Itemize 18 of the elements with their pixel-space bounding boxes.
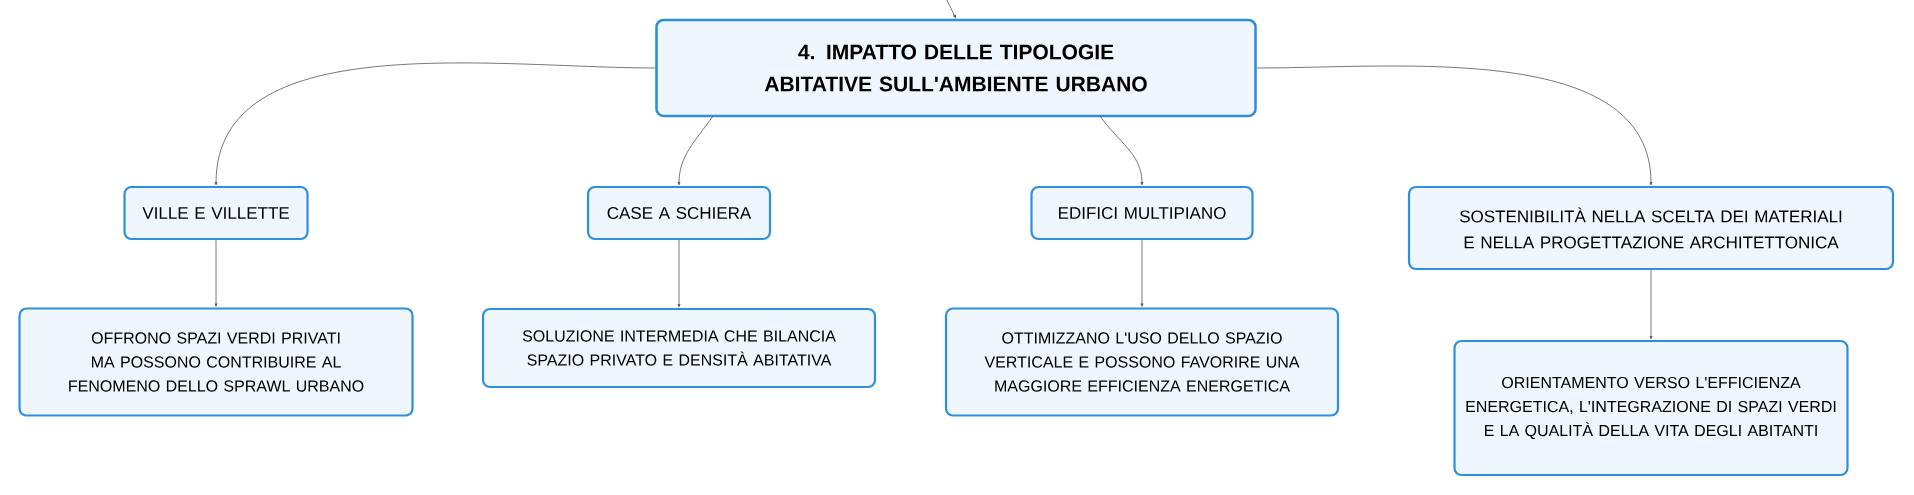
description-box: OTTIMIZZANO L'USO DELLO SPAZIO VERTICALE E POSSONO FAVORIRE UNA MAGGIORE EFFICIENZA ENERGETICA bbox=[944, 307, 1340, 417]
description-box: ORIENTAMENTO VERSO L'EFFICIENZA ENERGETICA, L'INTEGRAZIONE DI SPAZI VERDI E LA QUALITÀ DELLA VITA DEGLI ABITANTI bbox=[1453, 339, 1849, 477]
arrow bbox=[1099, 115, 1144, 186]
category-box: CASE A SCHIERA bbox=[586, 185, 772, 241]
arrow bbox=[1649, 269, 1653, 340]
category-box: SOSTENIBILITÀ NELLA SCELTA DEI MATERIALI E NELLA PROGETTAZIONE ARCHITETTONICA bbox=[1407, 185, 1895, 271]
topic-box: 4. IMPATTO DELLE TIPOLOGIE ABITATIVE SULL'AMBIENTE URBANO bbox=[655, 18, 1257, 118]
description-box: SOLUZIONE INTERMEDIA CHE BILANCIA SPAZIO PRIVATO E DENSITÀ ABITATIVA bbox=[481, 307, 877, 389]
description-box: OFFRONO SPAZI VERDI PRIVATI MA POSSONO CONTRIBUIRE AL FENOMENO DELLO SPRAWL URBANO bbox=[18, 307, 414, 417]
arrow bbox=[1256, 65, 1653, 186]
arrow bbox=[677, 239, 681, 308]
arrow bbox=[214, 62, 656, 186]
arrow bbox=[1140, 239, 1144, 307]
arrow bbox=[945, 0, 956, 19]
category-box: EDIFICI MULTIPIANO bbox=[1030, 185, 1254, 241]
arrow bbox=[677, 115, 714, 186]
arrow bbox=[214, 239, 218, 307]
category-box: VILLE E VILLETTE bbox=[123, 185, 309, 241]
